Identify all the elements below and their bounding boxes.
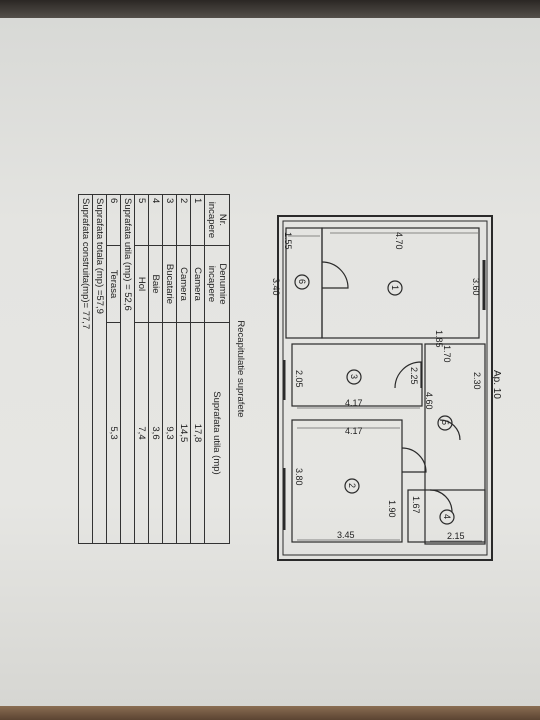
dim-3-45-h: 3.45 <box>337 530 355 540</box>
room-6-outline <box>285 227 323 339</box>
dim-1-67: 1.67 <box>411 496 421 514</box>
room-4-marker <box>439 509 455 525</box>
room-6-number: 6 <box>297 279 307 284</box>
dim-1-90: 1.90 <box>387 500 397 518</box>
sum-total: Suprafata totala (mp) =57,9 <box>92 194 107 544</box>
header-nr: Nr. incapere <box>204 194 230 246</box>
door-swing-room2 <box>401 447 427 473</box>
header-denumire: Denumire incapere <box>204 245 230 323</box>
row-name: Hol <box>134 245 149 323</box>
row-area: 7,4 <box>134 322 149 544</box>
row-area: 14,5 <box>176 322 191 544</box>
dim-1-70: 1.70 <box>442 345 452 363</box>
room-5-outline <box>424 343 486 545</box>
dim-3-60: 3.60 <box>471 278 481 296</box>
dim-4-17-kitchen-h: 4.17 <box>345 398 363 408</box>
row-area: 17,8 <box>190 322 205 544</box>
room-6-marker <box>294 274 310 290</box>
table-row: 3 Bucatarie 9,3 <box>162 194 177 544</box>
dim-2-30: 2.30 <box>472 372 482 390</box>
photo-top-edge <box>0 0 540 18</box>
room-2-outline <box>291 419 403 543</box>
photo-bottom-edge <box>0 706 540 720</box>
row-nr: 4 <box>148 194 163 246</box>
dim-4-17-room2-h: 4.17 <box>345 426 363 436</box>
room-4-outline <box>407 489 486 543</box>
door-swing-bath <box>429 489 453 513</box>
dim-2-15-h: 2.15 <box>447 531 465 541</box>
recap-table-area: Nr. incapere Denumire incapere Suprafata… <box>60 194 246 544</box>
room-1-number: 1 <box>390 285 400 290</box>
dim-4-70: 4.70 <box>394 232 404 250</box>
row-area: 9,3 <box>162 322 177 544</box>
room-4-number: 4 <box>442 514 452 519</box>
row-nr: 6 <box>106 194 121 246</box>
recap-table: Nr. incapere Denumire incapere Suprafata… <box>78 194 230 544</box>
door-swing-hall <box>439 419 461 441</box>
row-nr: 2 <box>176 194 191 246</box>
table-row: 1 Camera 17,8 <box>190 194 205 544</box>
row-area: 5,3 <box>106 322 121 544</box>
dim-3-80: 3.80 <box>294 468 304 486</box>
room-3-marker <box>346 369 362 385</box>
sum-util: Suprafata utila (mp) = 52,6 <box>120 194 135 544</box>
table-row: 5 Hol 7,4 <box>134 194 149 544</box>
room-2-number: 2 <box>347 483 357 488</box>
dim-1-55: 1.55 <box>283 232 293 250</box>
row-name: Terasa <box>106 245 121 323</box>
room-5-marker <box>437 415 453 431</box>
table-row: 2 Camera 14,5 <box>176 194 191 544</box>
table-row: 6 Terasa 5,3 <box>106 194 121 544</box>
dim-4-60: 4.60 <box>424 392 434 410</box>
row-nr: 3 <box>162 194 177 246</box>
dim-1-85: 1.85 <box>434 330 444 348</box>
header-suprafata: Suprafata utila (mp) <box>204 322 230 544</box>
room-3-number: 3 <box>349 374 359 379</box>
dim-2-25: 2.25 <box>409 367 419 385</box>
door-swing-kitchen <box>394 361 422 389</box>
outer-wall <box>277 215 493 561</box>
room-1-marker <box>387 280 403 296</box>
dim-3-40: 3.40 <box>271 278 281 296</box>
row-name: Camera <box>190 245 205 323</box>
outer-wall-inner <box>282 220 488 556</box>
dim-2-05: 2.05 <box>294 370 304 388</box>
row-name: Camera <box>176 245 191 323</box>
paper-sheet <box>0 18 540 708</box>
room-2-marker <box>344 478 360 494</box>
row-nr: 5 <box>134 194 149 246</box>
room-3-outline <box>291 343 423 407</box>
door-swing-terrace <box>321 261 349 289</box>
table-title: Recapitulatie suprafete <box>235 320 246 418</box>
sum-constr: Suprafata construita(mp)= 77,7 <box>78 194 93 544</box>
room-5-number: 5 <box>440 420 450 425</box>
table-row: 4 Baie 3,6 <box>148 194 163 544</box>
row-nr: 1 <box>190 194 205 246</box>
row-name: Bucatarie <box>162 245 177 323</box>
row-area: 3,6 <box>148 322 163 544</box>
apartment-label: Ap. 10 <box>491 370 502 399</box>
row-name: Baie <box>148 245 163 323</box>
